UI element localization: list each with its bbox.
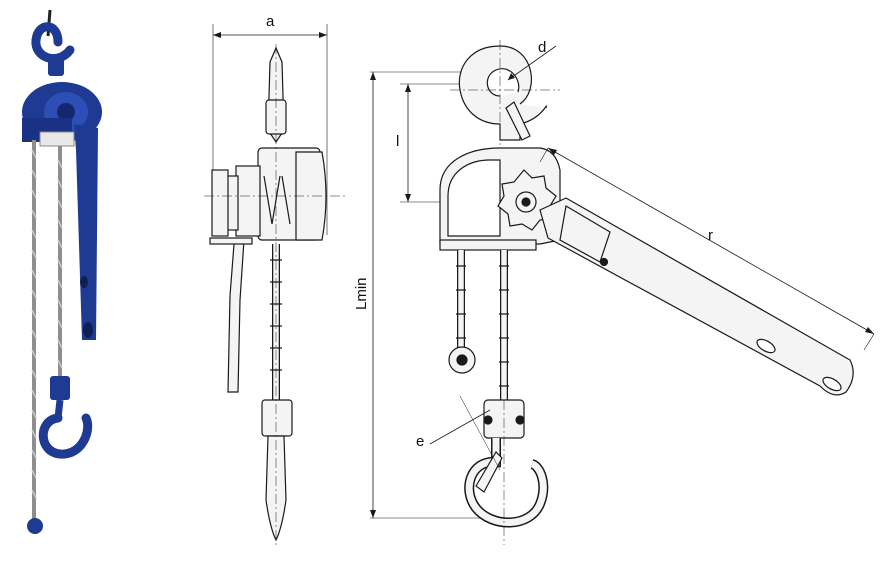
front-view-drawing	[370, 40, 875, 545]
photo-bottom-hook-icon	[38, 376, 93, 459]
front-dimension-e-label: e	[416, 433, 424, 450]
front-dimension-r-label: r	[708, 227, 713, 244]
side-dimension-a-label: a	[266, 13, 275, 30]
side-view-drawing	[204, 24, 346, 546]
front-dimension-lmin-label: Lmin	[353, 277, 370, 310]
photo-top-hook-icon	[31, 9, 75, 76]
photo-lever-arm	[74, 124, 98, 340]
photo-chain	[32, 140, 62, 520]
photo-hoist-body	[22, 82, 102, 147]
photo-chain-end-ball	[27, 518, 43, 534]
front-dimension-d-label: d	[538, 39, 546, 56]
front-dimension-l-label: l	[396, 133, 399, 150]
lever-hoist-photo	[22, 9, 102, 534]
